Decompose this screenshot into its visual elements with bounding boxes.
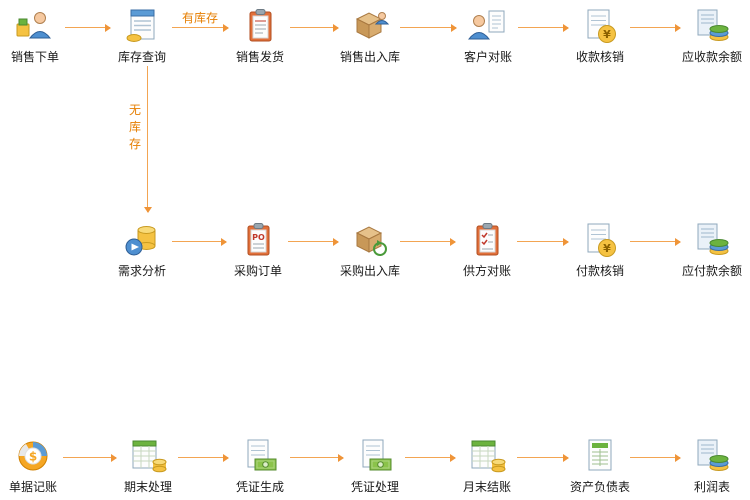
connector-arrow: [172, 238, 227, 246]
node-customer-reconciliation[interactable]: 客户对账: [448, 8, 528, 65]
balance-sheet-icon: [588, 439, 612, 471]
node-label: 单据记账: [8, 480, 57, 494]
node-document-bookkeeping[interactable]: $ 单据记账: [0, 438, 73, 495]
node-label: 月末结账: [462, 480, 511, 494]
node-label: 需求分析: [117, 264, 166, 278]
node-label: 资产负债表: [569, 480, 630, 494]
payment-writeoff-icon: ¥: [587, 223, 616, 257]
svg-text:$: $: [29, 450, 37, 464]
node-inventory-query[interactable]: 库存查询: [102, 8, 182, 65]
node-label: 付款核销: [575, 264, 624, 278]
node-label: 凭证处理: [350, 480, 399, 494]
node-supplier-reconciliation[interactable]: 供方对账: [447, 222, 527, 279]
node-payment-writeoff[interactable]: ¥ 付款核销: [560, 222, 640, 279]
node-month-end-closing[interactable]: 月末结账: [447, 438, 527, 495]
profit-statement-icon: [697, 439, 729, 471]
connector-arrow: [288, 238, 339, 246]
purchase-order-icon: PO: [247, 223, 270, 256]
connector-arrow: [290, 24, 339, 32]
connector-arrow: [178, 454, 229, 462]
node-profit-statement[interactable]: 利润表: [672, 438, 750, 495]
node-label: 应收款余额: [681, 50, 742, 64]
connector-arrow: [517, 454, 569, 462]
node-label: 销售发货: [235, 50, 284, 64]
connector-arrow: [400, 24, 457, 32]
node-balance-sheet[interactable]: 资产负债表: [560, 438, 640, 495]
node-receipt-writeoff[interactable]: ¥ 收款核销: [560, 8, 640, 65]
node-label: 凭证生成: [235, 480, 284, 494]
node-label: 客户对账: [463, 50, 512, 64]
connector-arrow: [630, 454, 681, 462]
sales-delivery-icon: [249, 9, 272, 42]
connector-arrow: [172, 24, 229, 32]
receivables-balance-icon: [697, 9, 729, 41]
connector-arrow: [630, 238, 681, 246]
connector-arrow: [63, 454, 117, 462]
node-demand-analysis[interactable]: 需求分析: [102, 222, 182, 279]
node-label: 采购订单: [233, 264, 282, 278]
node-label: 期末处理: [123, 480, 172, 494]
node-voucher-generation[interactable]: 凭证生成: [220, 438, 300, 495]
node-sales-order[interactable]: 销售下单: [0, 8, 75, 65]
sales-order-icon: [16, 12, 52, 39]
branch-label-has-stock: 有库存: [181, 11, 218, 25]
node-purchase-order[interactable]: PO 采购订单: [218, 222, 298, 279]
supplier-reconciliation-icon: [476, 223, 499, 256]
node-purchase-inout-warehouse[interactable]: 采购出入库: [330, 222, 410, 279]
node-period-end-processing[interactable]: 期末处理: [108, 438, 188, 495]
inventory-query-icon: [126, 9, 155, 42]
connector-arrow: [518, 24, 569, 32]
node-voucher-processing[interactable]: 凭证处理: [335, 438, 415, 495]
voucher-processing-icon: [362, 439, 392, 471]
connector-arrow: [517, 238, 569, 246]
node-label: 供方对账: [462, 264, 511, 278]
connector-arrow: [400, 238, 456, 246]
connector-arrow-down: [144, 66, 152, 213]
purchase-inout-warehouse-icon: [355, 226, 387, 256]
month-end-closing-icon: [471, 440, 506, 473]
connector-arrow: [65, 24, 111, 32]
receipt-writeoff-icon: ¥: [587, 9, 616, 43]
node-receivables-balance[interactable]: 应收款余额: [672, 8, 750, 65]
node-label: 采购出入库: [339, 264, 400, 278]
node-label: 销售出入库: [339, 50, 400, 64]
document-bookkeeping-icon: $: [18, 441, 48, 471]
branch-label-no-stock: 无库存: [128, 103, 141, 151]
node-label: 利润表: [693, 480, 730, 494]
payables-balance-icon: [697, 223, 729, 255]
node-sales-inout-warehouse[interactable]: 销售出入库: [330, 8, 410, 65]
voucher-generation-icon: [247, 439, 277, 471]
svg-text:¥: ¥: [603, 242, 611, 255]
customer-reconciliation-icon: [468, 10, 505, 40]
connector-arrow: [290, 454, 344, 462]
connector-arrow: [630, 24, 681, 32]
period-end-processing-icon: [132, 440, 167, 473]
svg-text:PO: PO: [252, 233, 265, 242]
node-label: 收款核销: [575, 50, 624, 64]
node-label: 库存查询: [117, 50, 166, 64]
demand-analysis-icon: [125, 226, 156, 256]
node-payables-balance[interactable]: 应付款余额: [672, 222, 750, 279]
sales-inout-warehouse-icon: [355, 12, 390, 39]
node-label: 应付款余额: [681, 264, 742, 278]
svg-text:¥: ¥: [603, 28, 611, 41]
node-sales-delivery[interactable]: 销售发货: [220, 8, 300, 65]
connector-arrow: [405, 454, 456, 462]
node-label: 销售下单: [10, 50, 59, 64]
